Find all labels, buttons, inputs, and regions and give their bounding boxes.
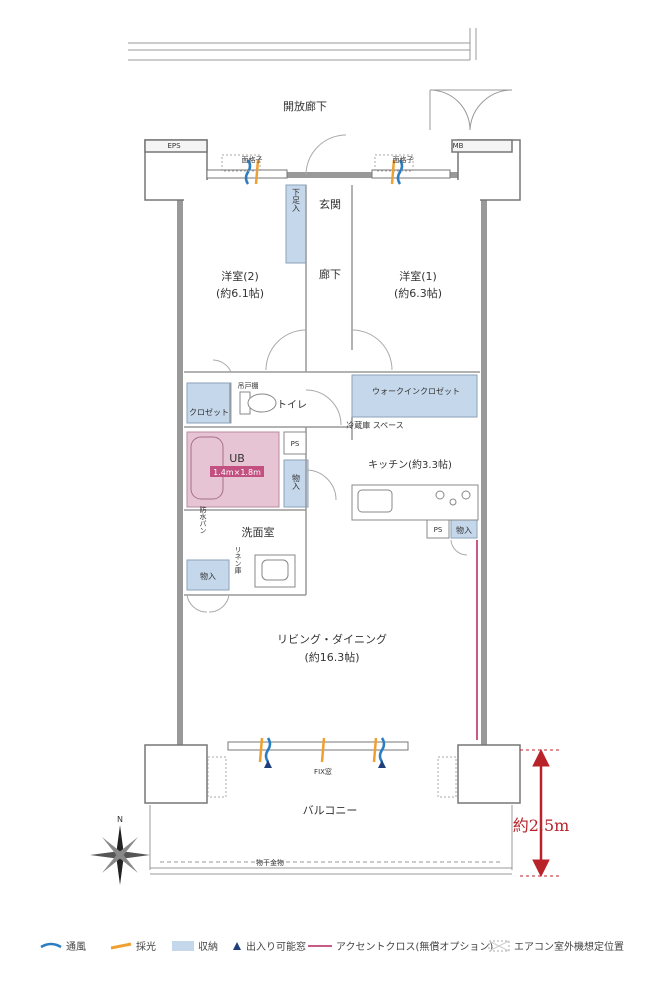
corridor-railing (128, 28, 477, 61)
interior-walls (184, 185, 480, 596)
closet-label: クロゼット (189, 407, 229, 417)
floor-plan: N 開放廊下 EPS MB 面格子 面格子 玄関 下足入 廊下 洋室(2) (約… (90, 28, 570, 885)
balcony-label: バルコニー (303, 804, 358, 817)
laundry-hardware-label: 物干金物 (256, 858, 284, 867)
height-label: 約2.5m (513, 816, 570, 835)
ub-size-label: 1.4m×1.8m (213, 468, 261, 477)
legend-daylight: 採光 (110, 938, 156, 953)
height-arrow (520, 748, 560, 878)
legend-label: 通風 (66, 942, 86, 953)
ac-unit-boxes (207, 154, 457, 798)
legend: 通風 採光 収納 出入り可能窓 アクセントクロス(無償オプション) エアコン室外… (0, 930, 671, 960)
ub-label: UB (229, 452, 245, 465)
fridge-space-label: 冷蔵庫 スペース (346, 420, 404, 430)
legend-ventilation: 通風 (40, 938, 86, 953)
storage-areas (186, 184, 478, 591)
ub-size-tag (210, 466, 264, 477)
compass-icon (90, 825, 150, 885)
fix-window-label: FIX窓 (314, 767, 332, 776)
living-size: (約16.3帖) (304, 650, 359, 664)
ps-upper-label: PS (291, 440, 300, 448)
walk-in-closet-label: ウォークインクロゼット (372, 386, 460, 396)
western2-size: (約6.1帖) (216, 286, 264, 300)
ac-box-icon (488, 940, 510, 951)
legend-label: 収納 (198, 942, 218, 953)
mb-label: MB (453, 142, 464, 150)
legend-label: エアコン室外機想定位置 (514, 942, 624, 953)
western2-name: 洋室(2) (221, 269, 259, 283)
toilet-label: トイレ (277, 400, 307, 411)
hanging-shelf-label: 吊戸棚 (238, 381, 259, 390)
entrance-label: 玄関 (319, 197, 341, 211)
toilet-fixture (239, 391, 277, 415)
eps-label: EPS (167, 142, 181, 150)
western1-size: (約6.3帖) (394, 286, 442, 300)
legend-label: 採光 (136, 942, 156, 953)
triangle-icon (233, 941, 241, 950)
storage-bath-label: 物入 (292, 473, 301, 490)
lattice-left-label: 面格子 (242, 155, 263, 164)
legend-label: 出入り可能窓 (246, 942, 306, 953)
kitchen-label: キッチン(約3.3帖) (368, 458, 452, 471)
shoe-storage-label: 下足入 (292, 188, 301, 212)
living-name: リビング・ダイニング (277, 632, 387, 646)
washroom-label: 洗面室 (242, 525, 275, 539)
lattice-right-label: 面格子 (393, 155, 414, 164)
legend-exit-window: 出入り可能窓 (232, 938, 306, 953)
legend-storage: 収納 (172, 938, 218, 953)
legend-accent: アクセントクロス(無償オプション) (308, 938, 493, 953)
ps-lower-label: PS (434, 526, 443, 534)
linen-label: リネン庫 (234, 546, 242, 575)
wave-icon (40, 942, 62, 948)
door-swings (186, 134, 468, 613)
ps-boxes (283, 431, 450, 539)
accent-line-icon (308, 944, 332, 947)
western1-name: 洋室(1) (399, 269, 437, 283)
corridor-label: 開放廊下 (283, 99, 327, 113)
hallway-label: 廊下 (319, 267, 341, 281)
light-icon (110, 942, 132, 949)
exit-window-triangles (264, 760, 386, 768)
storage-wash-label: 物入 (200, 571, 216, 581)
legend-ac: エアコン室外機想定位置 (488, 938, 624, 953)
balcony-outline (149, 805, 513, 875)
compass-n-label: N (117, 815, 123, 824)
vent-light-marks (244, 159, 404, 763)
storage-swatch (172, 940, 194, 951)
wash-basin (254, 554, 296, 588)
legend-label: アクセントクロス(無償オプション) (336, 942, 494, 953)
waterproof-pan-label: 防水パン (199, 505, 207, 534)
corridor-door (429, 89, 513, 131)
storage-kitchen-label: 物入 (456, 525, 472, 535)
kitchen-counter (351, 484, 479, 521)
